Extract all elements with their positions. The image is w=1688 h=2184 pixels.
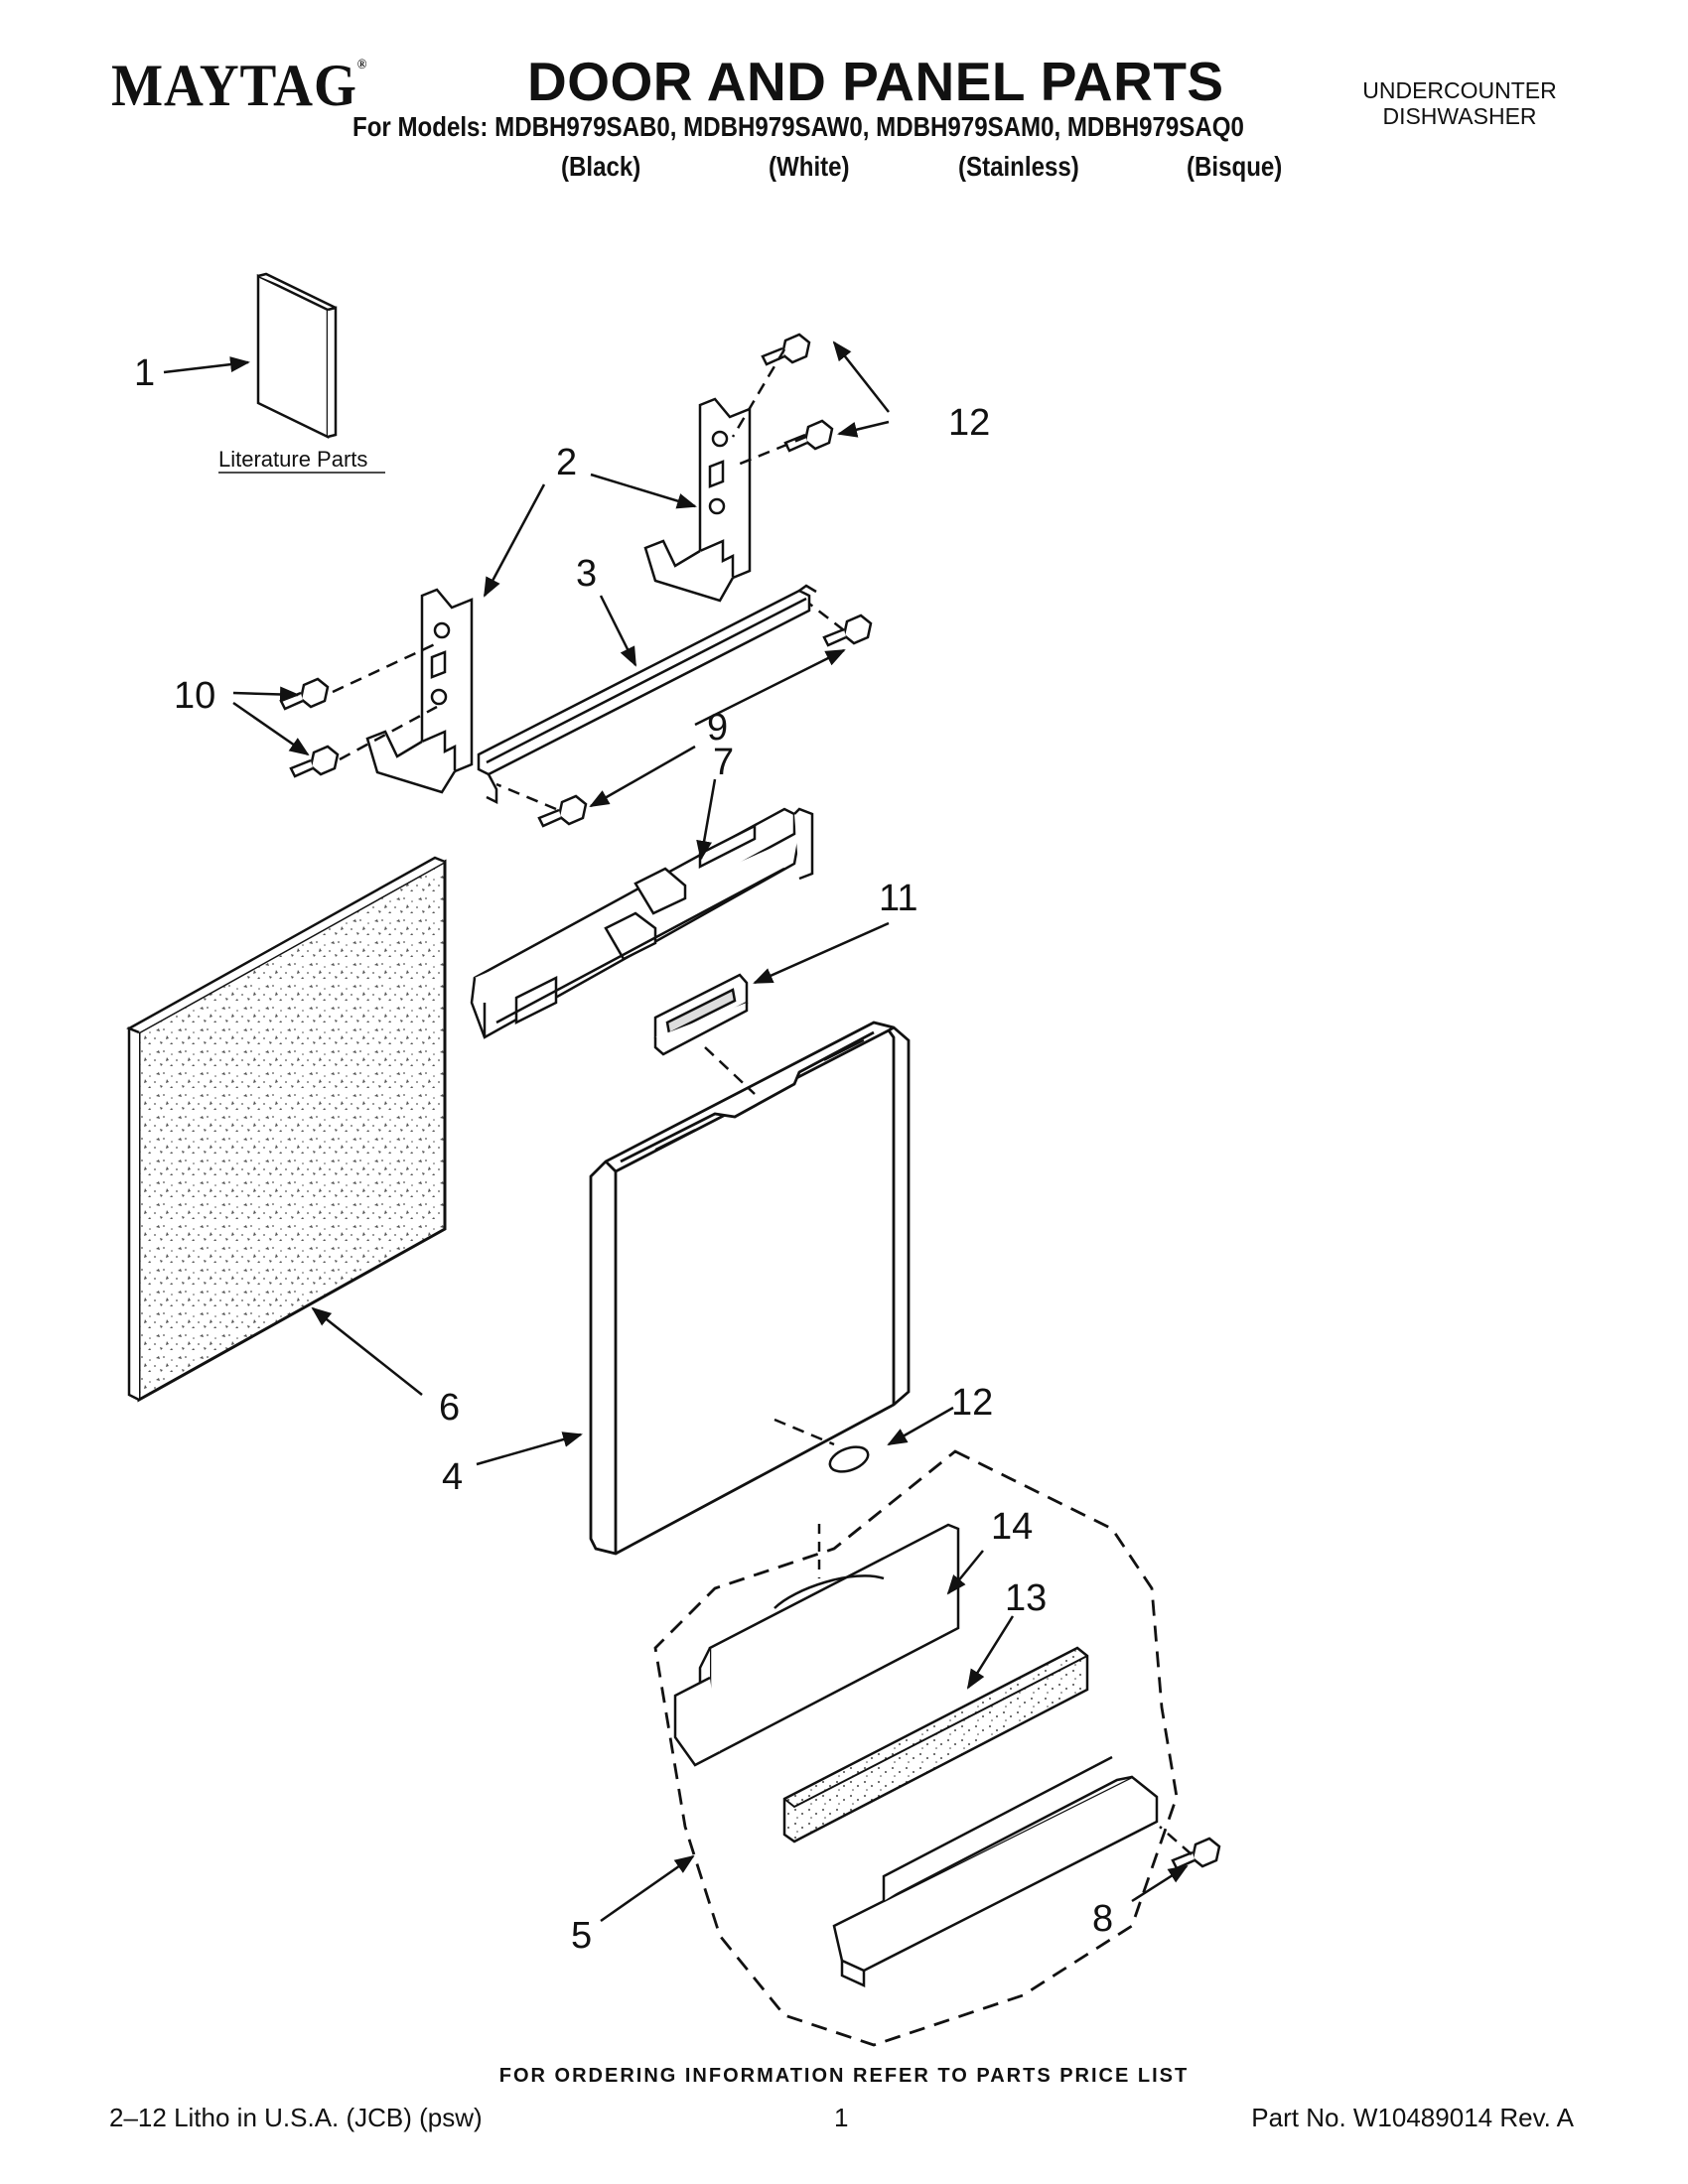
- screw-12b: [783, 419, 834, 453]
- registered-mark: ®: [356, 58, 368, 72]
- callout-2: 2: [556, 442, 577, 483]
- callout-7: 7: [713, 742, 734, 783]
- litho-info: 2–12 Litho in U.S.A. (JCB) (psw): [109, 2103, 483, 2132]
- toe-panel: [673, 1523, 960, 1767]
- callout-12-top: 12: [948, 402, 990, 444]
- part-number: Part No. W10489014 Rev. A: [1251, 2103, 1574, 2132]
- variant-stainless: (Stainless): [958, 151, 1079, 182]
- screws: [279, 333, 1221, 1870]
- door-channel: [477, 584, 817, 805]
- product-line-1: UNDERCOUNTER: [1362, 77, 1557, 103]
- callout-12-bottom: 12: [951, 1382, 993, 1424]
- brand-logo: MAYTAG®: [111, 52, 367, 120]
- door-plug: [774, 1418, 870, 1473]
- variant-black: (Black): [561, 151, 641, 182]
- screw-9a: [822, 614, 873, 647]
- brand-name: MAYTAG: [111, 53, 357, 118]
- callout-11: 11: [879, 878, 917, 919]
- screw-10b: [289, 745, 340, 778]
- screw-guide-lines: [332, 348, 1193, 1855]
- page-title: DOOR AND PANEL PARTS: [527, 51, 1224, 112]
- callout-8: 8: [1092, 1898, 1113, 1940]
- kickplate: [832, 1755, 1159, 1987]
- control-housing: [470, 807, 814, 1039]
- callout-14: 14: [991, 1506, 1033, 1548]
- ordering-note: FOR ORDERING INFORMATION REFER TO PARTS …: [498, 2065, 1190, 2087]
- screw-10a: [279, 677, 330, 711]
- lower-panel-assembly-outline: [653, 1449, 1179, 2047]
- door-bracket-left: [365, 588, 474, 794]
- handle-guide-line: [704, 1046, 756, 1095]
- literature-parts-label: Literature Parts: [218, 447, 367, 472]
- variant-bisque: (Bisque): [1187, 151, 1283, 182]
- callout-4: 4: [442, 1456, 463, 1498]
- outer-door: [589, 1021, 911, 1556]
- door-panel-insulation: [126, 856, 447, 1403]
- screw-9b: [537, 794, 588, 828]
- callout-1: 1: [134, 352, 155, 394]
- models-line: For Models: MDBH979SAB0, MDBH979SAW0, MD…: [352, 111, 1244, 142]
- leader-lines: [163, 341, 1189, 1923]
- product-line-2: DISHWASHER: [1382, 103, 1537, 129]
- insulation-strip: [782, 1646, 1089, 1843]
- callout-6: 6: [439, 1387, 460, 1429]
- callout-3: 3: [576, 553, 597, 595]
- variant-white: (White): [769, 151, 850, 182]
- callout-5: 5: [571, 1915, 592, 1957]
- door-bracket-right: [643, 397, 752, 603]
- screw-8: [1171, 1837, 1221, 1870]
- literature-booklet: [256, 272, 338, 439]
- screw-12a: [761, 333, 811, 366]
- door-handle: [653, 973, 749, 1056]
- product-type: UNDERCOUNTER DISHWASHER: [1331, 77, 1589, 129]
- callout-10: 10: [174, 675, 215, 717]
- callout-9: 9: [707, 707, 728, 749]
- page-number: 1: [834, 2103, 849, 2132]
- callout-13: 13: [1005, 1577, 1047, 1619]
